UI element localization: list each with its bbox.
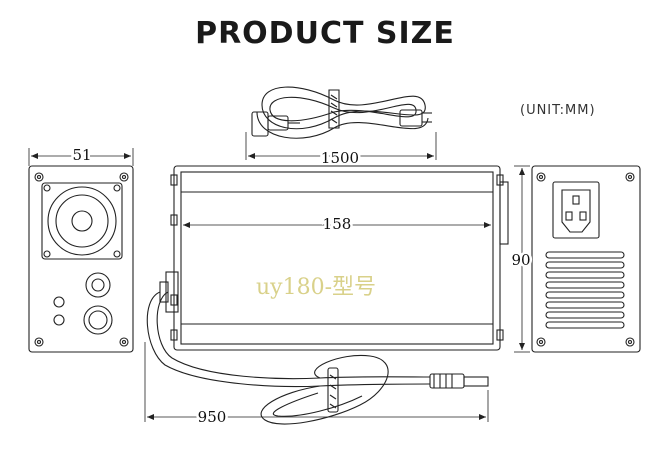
body-height-dimension [514,165,530,353]
watermark-text: uy180-型号 [256,275,376,300]
page-title: PRODUCT SIZE [195,16,455,51]
unit-label: (UNIT:MM) [520,103,596,118]
side-width-label: 51 [72,146,91,164]
charger-body [159,165,509,351]
side-view-left [28,165,134,353]
end-view-right [531,165,641,353]
body-height-label: 90 [511,251,530,269]
output-cable-length-label: 950 [198,408,227,426]
output-cable [146,291,489,425]
cord-dimension [245,132,437,160]
cord-length-label: 1500 [321,149,359,167]
power-cord-drawing [251,86,432,139]
side-width-dimension [28,148,134,166]
body-length-label: 158 [323,215,352,233]
output-cable-dimension [144,342,489,422]
